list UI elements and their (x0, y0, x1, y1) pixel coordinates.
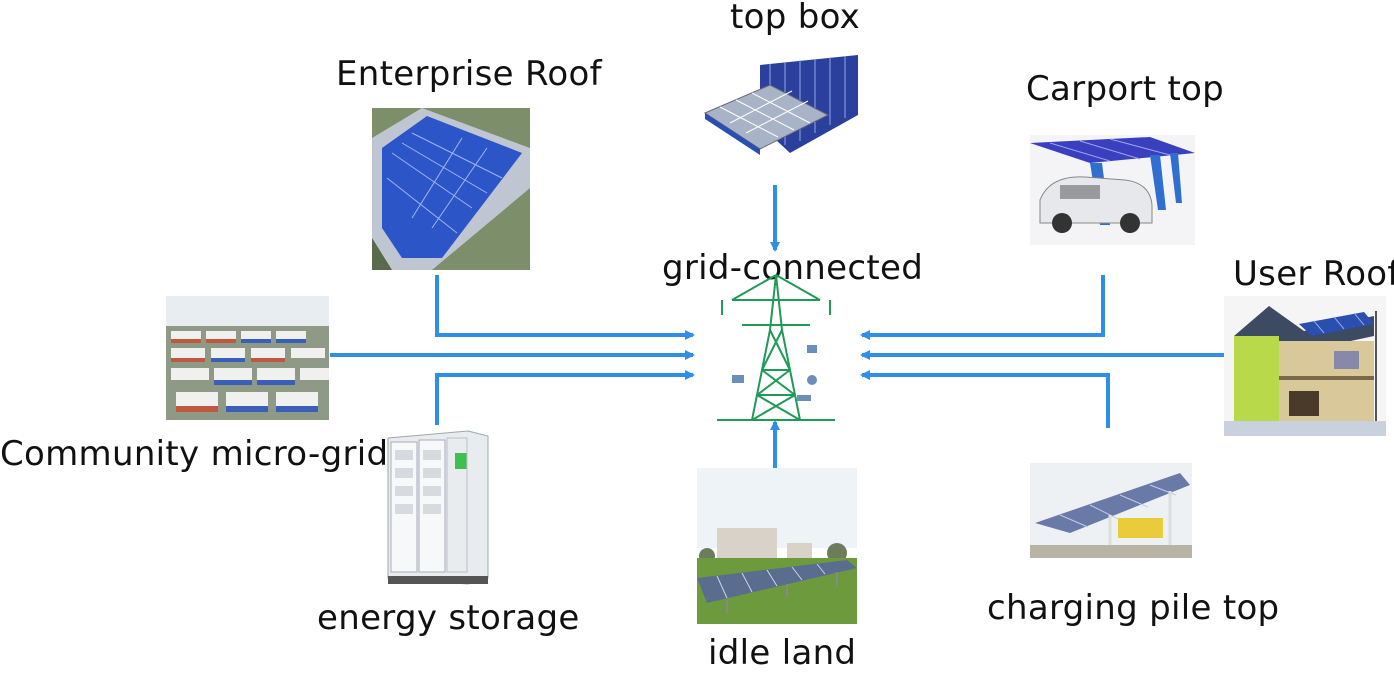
label-enterprise-roof: Enterprise Roof (336, 54, 602, 94)
enterprise-roof-image (372, 108, 530, 270)
label-charging-pile-top: charging pile top (987, 588, 1280, 628)
label-idle-land: idle land (708, 633, 857, 673)
idle-land-solar-farm-image (697, 468, 857, 624)
arrow-enterprise-roof (435, 275, 695, 340)
energy-storage-cabinet-image (383, 428, 491, 586)
label-top-box: top box (730, 0, 861, 37)
label-carport-top: Carport top (1026, 69, 1225, 109)
arrow-energy-storage (435, 370, 695, 425)
label-grid-connected: grid-connected (662, 248, 924, 288)
user-roof-house-image (1224, 296, 1386, 436)
carport-image (1030, 135, 1195, 245)
label-community-micro-grid: Community micro-grid (0, 434, 389, 474)
arrow-carport (860, 275, 1105, 340)
charging-pile-image (1030, 463, 1192, 558)
grid-pylon-image (712, 270, 840, 422)
community-micro-grid-image (166, 296, 329, 420)
top-box-solar-panel-image (700, 45, 860, 157)
label-user-roof: User Roof (1233, 254, 1394, 294)
arrow-charging-pile (860, 370, 1110, 428)
label-energy-storage: energy storage (317, 598, 580, 638)
